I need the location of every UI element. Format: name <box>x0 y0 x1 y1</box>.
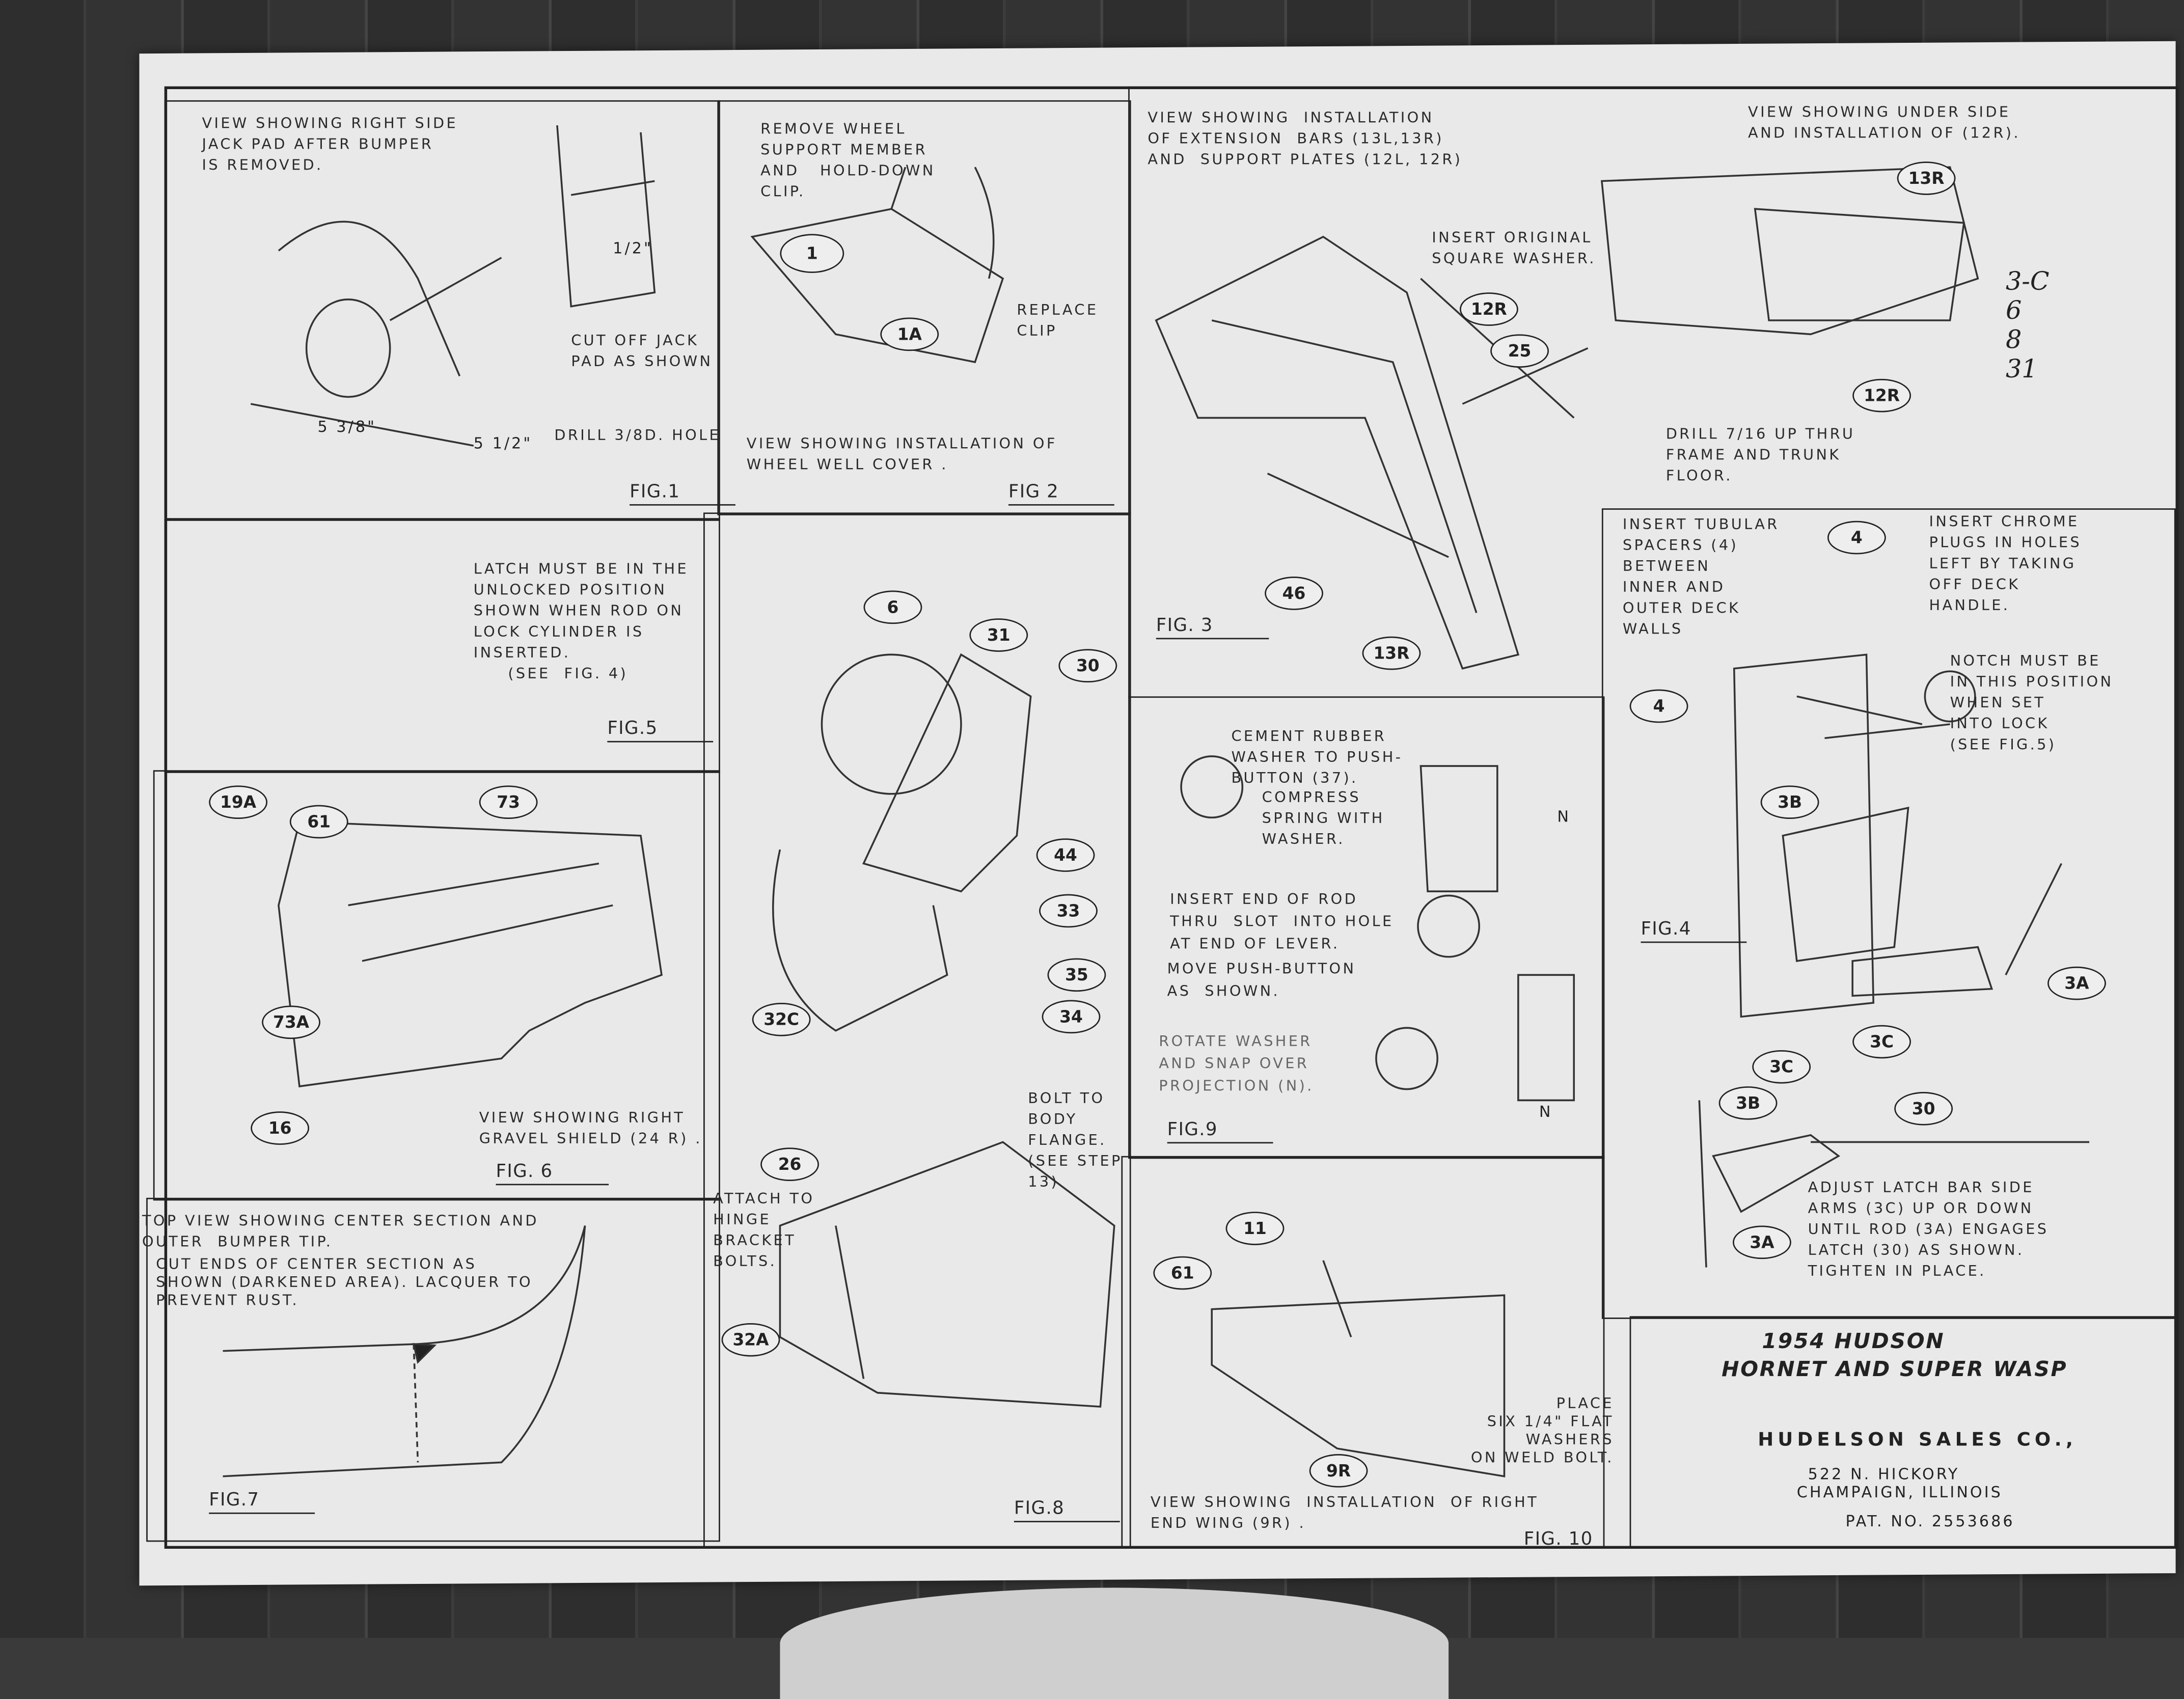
part-label: 3C <box>1852 1025 1912 1059</box>
fig7-caption: FIG.7 <box>209 1490 315 1514</box>
panel-fig5 <box>164 518 720 773</box>
fig8-note-attach: ATTACH TO HINGE BRACKET BOLTS. <box>713 1191 815 1271</box>
panel-fig9 <box>1128 696 1605 1159</box>
part-label: 3A <box>1732 1225 1791 1259</box>
fig10-note-view: VIEW SHOWING INSTALLATION OF RIGHT END W… <box>1150 1494 1539 1532</box>
company-address-street: 522 N. HICKORY <box>1808 1465 1960 1484</box>
patent-number: PAT. NO. 2553686 <box>1845 1512 2015 1531</box>
fig2-note-view: VIEW SHOWING INSTALLATION OF WHEEL WELL … <box>746 435 1057 474</box>
sheet-title-models: HORNET AND SUPER WASP <box>1722 1356 2068 1382</box>
fig2-caption: FIG 2 <box>1008 482 1115 506</box>
projection-marker: N <box>1557 808 1571 826</box>
diagram-drawings <box>305 298 435 1362</box>
jack-pad-circle <box>305 298 391 398</box>
panel-fig2 <box>717 100 1131 515</box>
part-label: 3C <box>1752 1050 1811 1084</box>
fig1-note-jack-pad: VIEW SHOWING RIGHT SIDE JACK PAD AFTER B… <box>202 115 458 174</box>
fig4-note-notch: NOTCH MUST BE IN THIS POSITION WHEN SET … <box>1950 653 2114 754</box>
part-label: 30 <box>1894 1092 1953 1126</box>
part-label: 4 <box>1827 520 1886 555</box>
part-label: 61 <box>1153 1256 1212 1290</box>
part-label: 19A <box>209 785 268 819</box>
fig9-note-cement: CEMENT RUBBER WASHER TO PUSH- BUTTON (37… <box>1231 728 1403 787</box>
fig7-note-cut: CUT ENDS OF CENTER SECTION AS SHOWN (DAR… <box>156 1256 533 1309</box>
fig3-note-view: VIEW SHOWING INSTALLATION OF EXTENSION B… <box>1148 110 1463 169</box>
fig3-note-underside: VIEW SHOWING UNDER SIDE AND INSTALLATION… <box>1748 104 2021 142</box>
fig7-note-view: TOP VIEW SHOWING CENTER SECTION AND OUTE… <box>142 1213 539 1251</box>
company-name: HUDELSON SALES CO., <box>1758 1429 2078 1451</box>
part-label: 46 <box>1265 577 1323 610</box>
fig8-caption: FIG.8 <box>1014 1499 1121 1523</box>
panel-fig7 <box>146 1197 720 1542</box>
fig3-caption: FIG. 3 <box>1156 616 1269 640</box>
fig5-caption: FIG.5 <box>607 719 714 743</box>
part-label: 12R <box>1459 292 1518 326</box>
fig8-note-bolt: BOLT TO BODY FLANGE. (SEE STEP 13) <box>1028 1090 1123 1191</box>
fig2-note-remove: REMOVE WHEEL SUPPORT MEMBER AND HOLD-DOW… <box>760 121 936 201</box>
fig1-dimension-1: 5 3/8" <box>317 418 377 436</box>
panel-fig3 <box>1128 86 2174 698</box>
part-label: 3B <box>1760 785 1819 819</box>
part-label: 1A <box>880 317 939 351</box>
fig6-caption: FIG. 6 <box>496 1162 609 1186</box>
projection-marker: N <box>1539 1103 1553 1121</box>
cloth-foreground <box>780 1587 1449 1699</box>
fig3-note-drill: DRILL 7/16 UP THRU FRAME AND TRUNK FLOOR… <box>1666 426 1855 485</box>
part-label: 11 <box>1225 1212 1285 1245</box>
fig6-note: VIEW SHOWING RIGHT GRAVEL SHIELD (24 R) … <box>479 1110 702 1148</box>
fig4-note-plugs: INSERT CHROME PLUGS IN HOLES LEFT BY TAK… <box>1929 514 2082 615</box>
part-label: 13R <box>1897 161 1956 195</box>
fig2-note-replace: REPLACE CLIP <box>1017 302 1099 340</box>
company-address-city: CHAMPAIGN, ILLINOIS <box>1796 1483 2003 1502</box>
fig1-dimension-3: 1/2" <box>613 239 653 258</box>
part-label: 9R <box>1309 1454 1368 1488</box>
panel-fig1 <box>164 100 720 521</box>
fig1-note-cut: CUT OFF JACK PAD AS SHOWN <box>571 333 713 371</box>
part-label: 44 <box>1036 838 1095 872</box>
part-label: 73 <box>479 785 538 819</box>
fig4-caption: FIG.4 <box>1641 919 1748 943</box>
part-label: 32C <box>752 1002 811 1036</box>
panel-title <box>1629 1316 2176 1549</box>
fig4-note-spacers: INSERT TUBULAR SPACERS (4) BETWEEN INNER… <box>1622 516 1780 638</box>
panel-fig8 <box>703 512 1131 1549</box>
part-label: 3B <box>1718 1086 1778 1120</box>
fig9-note-compress: COMPRESS SPRING WITH WASHER. <box>1262 789 1385 848</box>
fig5-note: LATCH MUST BE IN THE UNLOCKED POSITION S… <box>473 561 689 683</box>
fig9-note-move: MOVE PUSH-BUTTON AS SHOWN. <box>1167 961 1356 1000</box>
part-label: 32A <box>721 1323 780 1357</box>
fig9-note-insert: INSERT END OF ROD THRU SLOT INTO HOLE AT… <box>1170 891 1394 953</box>
fig3-note-washer: INSERT ORIGINAL SQUARE WASHER. <box>1432 230 1596 268</box>
fig1-caption: FIG.1 <box>630 482 736 506</box>
part-label: 12R <box>1852 378 1912 413</box>
part-label: 25 <box>1490 334 1549 368</box>
part-label: 4 <box>1629 689 1688 723</box>
fig1-dimension-2: 5 1/2" <box>473 434 533 453</box>
part-label: 6 <box>863 590 922 624</box>
part-label: 31 <box>969 618 1028 652</box>
fig9-note-rotate: ROTATE WASHER AND SNAP OVER PROJECTION (… <box>1159 1033 1314 1095</box>
part-label: 16 <box>251 1111 310 1145</box>
part-label: 1 <box>780 234 844 273</box>
part-label: 3A <box>2048 966 2106 1000</box>
panel-fig6 <box>153 770 720 1201</box>
fig1-note-drill: DRILL 3/8D. HOLE <box>554 427 721 445</box>
panel-fig4 <box>1601 508 2176 1319</box>
part-label: 61 <box>289 805 348 839</box>
part-label: 73A <box>262 1005 320 1039</box>
part-label: 13R <box>1362 636 1421 670</box>
fig4-note-adjust: ADJUST LATCH BAR SIDE ARMS (3C) UP OR DO… <box>1808 1180 2049 1280</box>
sheet-title-year-make: 1954 HUDSON <box>1762 1328 1945 1354</box>
fig10-note-washers: PLACE SIX 1/4" FLAT WASHERS ON WELD BOLT… <box>1470 1395 1614 1467</box>
part-label: 26 <box>760 1147 820 1182</box>
part-label: 35 <box>1047 958 1106 992</box>
part-label: 33 <box>1039 894 1098 928</box>
panel-fig10 <box>1121 1156 1605 1549</box>
fig9-caption: FIG.9 <box>1167 1120 1274 1144</box>
handwritten-note: 3-C 6 8 31 <box>2005 267 2050 385</box>
part-label: 30 <box>1058 649 1117 683</box>
fig10-caption: FIG. 10 <box>1523 1529 1593 1550</box>
part-label: 34 <box>1042 1000 1101 1034</box>
